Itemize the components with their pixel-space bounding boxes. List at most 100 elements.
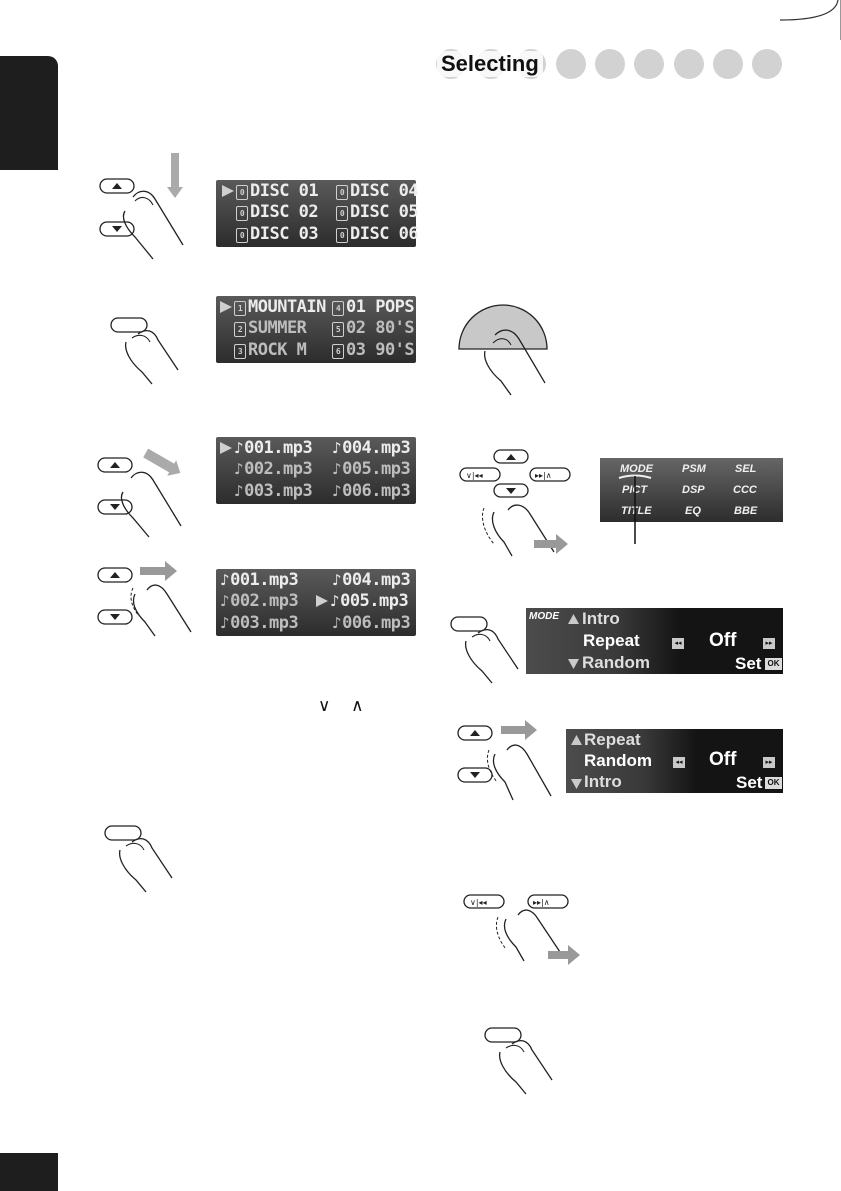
- selection-marker-icon: [220, 301, 232, 313]
- down-arrow-icon: [568, 659, 579, 669]
- header-dot: [674, 49, 704, 79]
- press-button[interactable]: [104, 825, 142, 841]
- header-dot: [556, 49, 586, 79]
- set-label: Set: [735, 654, 762, 673]
- up-arrow-icon: [506, 454, 516, 460]
- mode-option: Intro: [584, 772, 622, 791]
- header-dot: [713, 49, 743, 79]
- track-row: ♪003.mp3: [220, 613, 299, 633]
- music-note-icon: ♪: [332, 439, 342, 457]
- track-row: ♪006.mp3: [332, 481, 411, 501]
- skip-back-button[interactable]: [463, 894, 505, 909]
- menu-item: MODE: [620, 463, 653, 475]
- track-row: ♪006.mp3: [332, 613, 411, 633]
- menu-item: SEL: [735, 463, 757, 475]
- down-arrow-icon: [506, 488, 516, 494]
- music-note-icon: ♪: [332, 614, 342, 632]
- music-note-icon: ♪: [332, 571, 342, 589]
- finger-press-icon: [506, 744, 552, 797]
- selection-marker-icon: [220, 442, 232, 454]
- down-arrow-icon: [470, 772, 480, 778]
- up-down-buttons-illustration-1: [99, 153, 184, 260]
- finger-press-icon: [483, 329, 546, 396]
- press-button[interactable]: [450, 616, 488, 632]
- up-arrow-icon: [470, 730, 480, 736]
- track-row: ♪005.mp3: [316, 591, 409, 611]
- menu-display: MODE PSM SEL PICT DSP CCC TITLE EQ BBE: [600, 458, 783, 522]
- hold-indicator-arrow: [534, 534, 568, 554]
- hold-indicator-arrow: [140, 561, 177, 581]
- skip-forward-icon: ▸▸: [763, 638, 775, 649]
- menu-item: TITLE: [621, 505, 652, 517]
- finger-press-icon: [122, 190, 184, 260]
- track-row: ♪005.mp3: [332, 459, 411, 479]
- mode-option: Intro: [582, 609, 620, 628]
- track-list-display-1: ♪001.mp3 ♪004.mp3 ♪002.mp3 ♪005.mp3 ♪003…: [216, 437, 416, 504]
- up-arrow-icon: [110, 572, 120, 578]
- menu-highlight-pointer: [618, 474, 652, 544]
- section-title: Selecting: [437, 51, 543, 77]
- single-button-illustration-4: [484, 1027, 553, 1095]
- mode-display-2: Repeat Random Intro ◂◂ Off ▸▸ Set OK: [566, 729, 783, 793]
- skip-back-icon: ∨|◂◂: [470, 898, 487, 907]
- skip-forward-button[interactable]: [527, 894, 569, 909]
- music-note-icon: ♪: [332, 482, 342, 500]
- header-dot: [595, 49, 625, 79]
- mode-value: Off: [709, 630, 737, 651]
- ok-badge: OK: [765, 658, 782, 670]
- up-arrow-icon: [571, 735, 582, 745]
- track-row: ♪002.mp3: [234, 459, 313, 479]
- skip-forward-button[interactable]: [529, 467, 571, 482]
- mode-value: Off: [709, 749, 737, 770]
- mode-option: Repeat: [584, 730, 641, 749]
- single-button-illustration-2: [104, 825, 173, 893]
- down-indicator-arrow: [167, 153, 183, 198]
- header-dot: [752, 49, 782, 79]
- finger-press-icon: [507, 504, 555, 553]
- press-button[interactable]: [484, 1027, 522, 1043]
- music-note-icon: ♪: [220, 592, 230, 610]
- up-down-buttons-hold-illustration: [97, 561, 192, 637]
- mode-label: MODE: [529, 611, 559, 622]
- language-tab: [0, 56, 58, 170]
- track-row: ♪003.mp3: [234, 481, 313, 501]
- skip-forward-icon: ▸▸|∧: [535, 471, 552, 480]
- music-note-icon: ♪: [220, 571, 230, 589]
- menu-item: PSM: [682, 463, 706, 475]
- track-row: ♪001.mp3: [220, 570, 299, 590]
- skip-back-button[interactable]: [459, 467, 501, 482]
- menu-dial-illustration: [458, 304, 548, 396]
- page-corner-curve: [780, 0, 839, 21]
- menu-item: BBE: [734, 505, 758, 517]
- skip-back-icon: ∨|◂◂: [466, 471, 483, 480]
- header-dot: [634, 49, 664, 79]
- hold-indicator-arrow: [501, 720, 537, 740]
- press-button[interactable]: [110, 317, 148, 333]
- music-note-icon: ♪: [234, 460, 244, 478]
- four-way-buttons-illustration: ∨|◂◂ ▸▸|∧: [459, 449, 571, 557]
- music-note-icon: ♪: [234, 439, 244, 457]
- music-note-icon: ♪: [234, 482, 244, 500]
- finger-press-icon: [464, 628, 519, 684]
- music-note-icon: ♪: [330, 592, 340, 610]
- track-row: ♪004.mp3: [332, 438, 411, 458]
- set-label: Set: [736, 773, 763, 792]
- skip-back-icon: ◂◂: [672, 638, 684, 649]
- menu-item: CCC: [733, 484, 757, 496]
- single-button-illustration-3: [450, 616, 519, 684]
- finger-press-icon: [120, 471, 182, 538]
- menu-dial-button[interactable]: [458, 304, 548, 350]
- mode-display-1: MODE Intro Repeat Random ◂◂ Off ▸▸ Set O…: [526, 608, 783, 674]
- ok-badge: OK: [765, 777, 782, 789]
- skip-buttons-hold-illustration: ∨|◂◂ ▸▸|∧: [463, 894, 580, 965]
- up-arrow-icon: [112, 183, 122, 189]
